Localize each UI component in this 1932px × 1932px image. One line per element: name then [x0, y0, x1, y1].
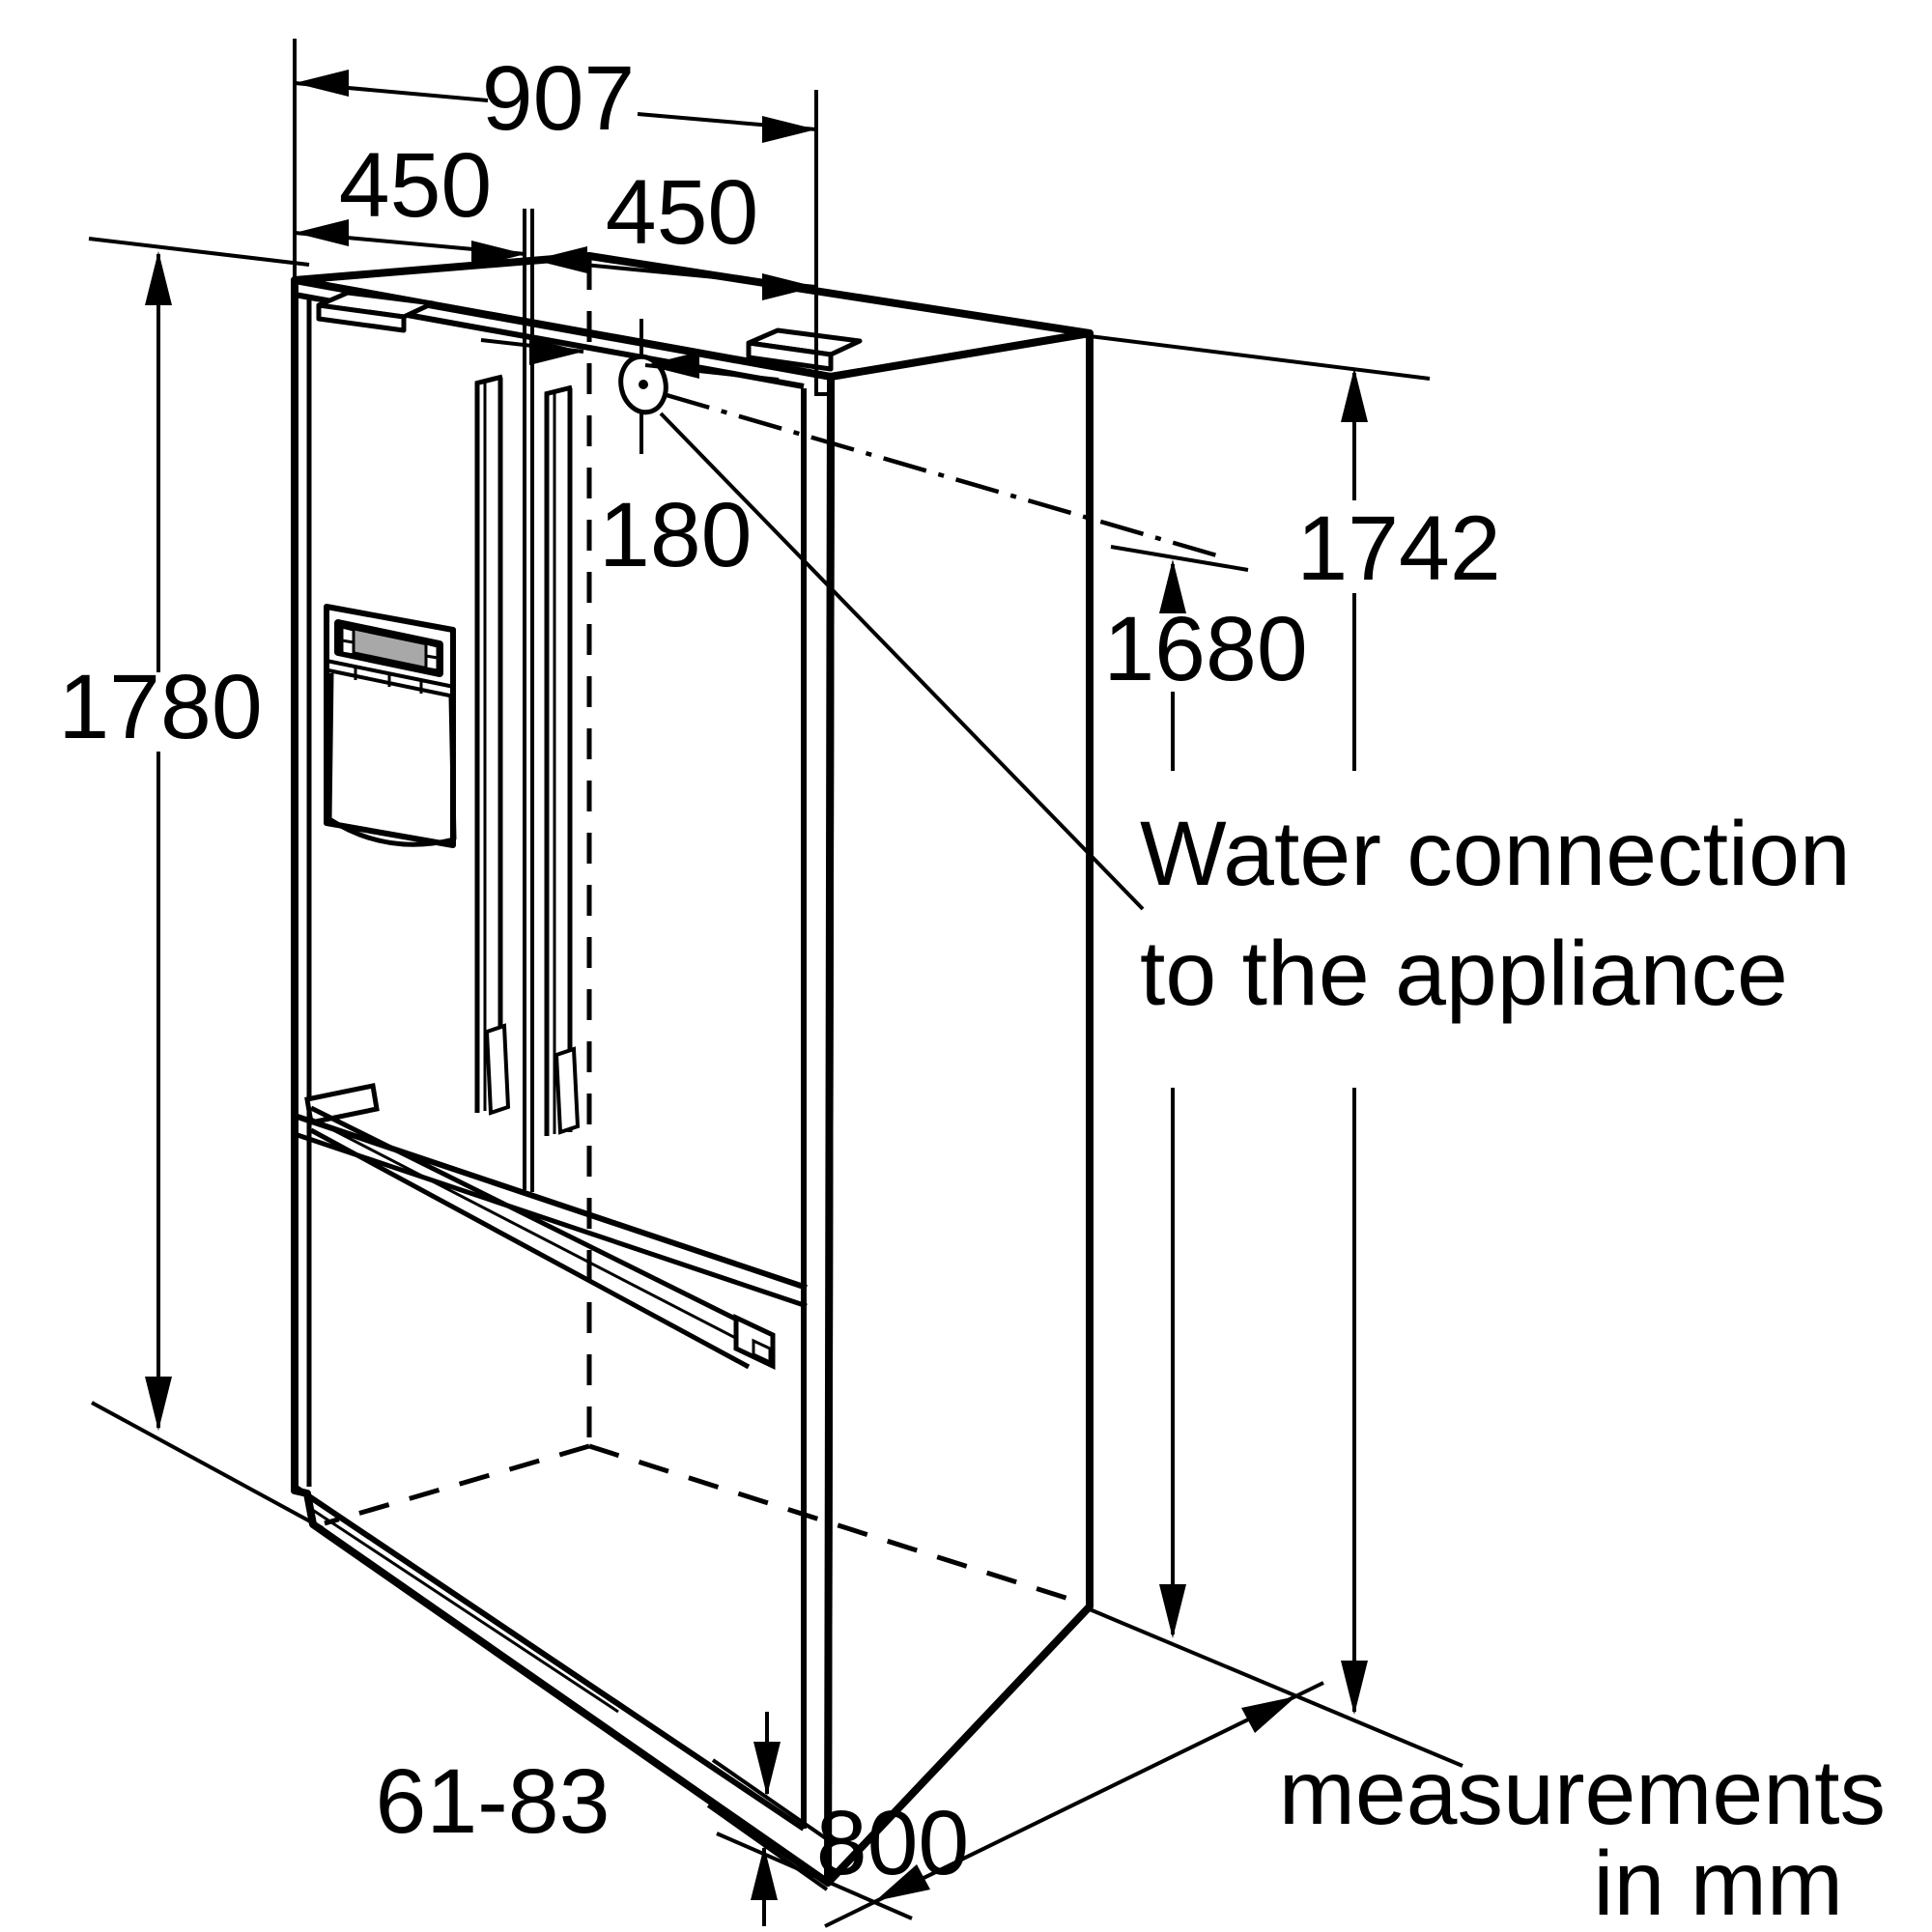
left-door-handle [474, 374, 511, 1116]
hidden-bottom-left-edge [324, 1443, 590, 1526]
dispenser-tray-curve [327, 816, 455, 847]
dim-base-clearance-61-83 [706, 1712, 835, 1926]
dispenser-button-rail-bottom [327, 668, 455, 698]
dispenser-display-cell-right-tick [425, 654, 439, 660]
drawer-handle-inner-line [310, 1117, 750, 1347]
water-dispenser [324, 604, 457, 848]
dispenser-cavity-right [448, 696, 457, 840]
arrowhead-right [471, 241, 526, 268]
dim-hinge-height-1742 [1089, 334, 1463, 1768]
drawer-top-edge [294, 1131, 808, 1309]
fridge-right-side-face [824, 329, 1094, 1887]
left-handle-top-cap [474, 374, 503, 386]
right-handle-top-cap [544, 384, 573, 397]
label-total-width: 907 [482, 47, 636, 150]
arrowhead-down [753, 1742, 781, 1796]
dim-left-door-450 [294, 219, 526, 268]
drawer-bottom-edge [293, 1484, 806, 1832]
dispenser-display [334, 619, 443, 677]
arrowhead-left [533, 246, 587, 273]
arrowhead-lower-left [875, 1864, 930, 1901]
right-hinge-cap-front [746, 340, 834, 372]
footer-units-line1: measurements [1279, 1742, 1886, 1844]
right-door-handle [544, 384, 581, 1136]
left-hinge-cap [316, 290, 436, 333]
arrowhead-up [145, 251, 172, 305]
dim-water-height-1680 [1110, 545, 1249, 1638]
arrowhead-upper-right [1241, 1696, 1296, 1733]
drawer-handle-bottom-edge [309, 1127, 751, 1370]
dim-depth-800 [716, 1681, 1324, 1928]
dispenser-cavity-left [327, 672, 334, 820]
arrowhead-left [645, 352, 699, 379]
right-hinge-cap [746, 327, 863, 396]
hidden-bottom-back-edge [588, 1443, 1088, 1607]
dispenser-display-cell-left-tick [341, 639, 355, 644]
dim-right-door-450 [532, 246, 817, 300]
arrowhead-right [529, 338, 583, 365]
water-connection-leader-line [659, 412, 1145, 911]
label-base-clearance: 61-83 [376, 1750, 611, 1853]
label-water-offset: 180 [599, 484, 753, 586]
fridge-body [291, 209, 1094, 1887]
arrowhead-up [751, 1846, 778, 1900]
label-left-door: 450 [339, 134, 493, 237]
label-depth: 800 [816, 1792, 970, 1894]
label-height: 1780 [58, 656, 262, 758]
drawer-handle-top-edge [309, 1105, 751, 1328]
arrowhead-down [145, 1377, 172, 1431]
left-hinge-cap-front [316, 302, 407, 333]
dim-water-offset-180 [480, 338, 780, 382]
right-handle-hook [554, 1046, 581, 1135]
dim-height-1780 [88, 237, 324, 1530]
arrowhead-right [762, 273, 816, 300]
plinth-line [310, 1507, 619, 1714]
callout-water-line2: to the appliance [1140, 923, 1788, 1025]
label-water-height: 1680 [1103, 598, 1307, 700]
reference-line-upper [711, 1758, 835, 1845]
arrowhead-right [762, 116, 816, 143]
labels: 907 450 450 180 1780 1680 1742 61-83 800… [58, 47, 1886, 1932]
dim-total-width-907 [293, 39, 818, 374]
extension-line-bottom [1089, 1607, 1463, 1768]
right-hinge-bracket [814, 369, 833, 396]
extension-line-top [1110, 545, 1249, 572]
footer-units-line2: in mm [1593, 1833, 1843, 1932]
arrowhead-up [1159, 559, 1186, 613]
arrowhead-left [295, 219, 349, 246]
extension-line-bottom [91, 1401, 324, 1530]
water-connection-marks [618, 319, 1228, 911]
extension-line-top [1089, 334, 1431, 381]
arrowhead-left [295, 70, 349, 97]
extension-line-top [88, 237, 310, 267]
callout-water-line1: Water connection [1140, 803, 1851, 905]
label-hinge-height: 1742 [1296, 497, 1500, 600]
label-right-door: 450 [606, 161, 759, 264]
drawer-handle [304, 1083, 776, 1370]
extension-line-front [716, 1832, 913, 1920]
arrowhead-up [1341, 368, 1368, 422]
water-connection-center-dot [639, 380, 648, 389]
reference-line-lower [706, 1804, 829, 1891]
left-handle-hook [484, 1023, 511, 1116]
drawer-handle-right-cap-inner [752, 1338, 772, 1365]
arrowhead-down [1341, 1661, 1368, 1715]
water-level-centerline [666, 392, 1228, 561]
arrowhead-down [1159, 1584, 1186, 1638]
hidden-edges [324, 259, 1088, 1607]
